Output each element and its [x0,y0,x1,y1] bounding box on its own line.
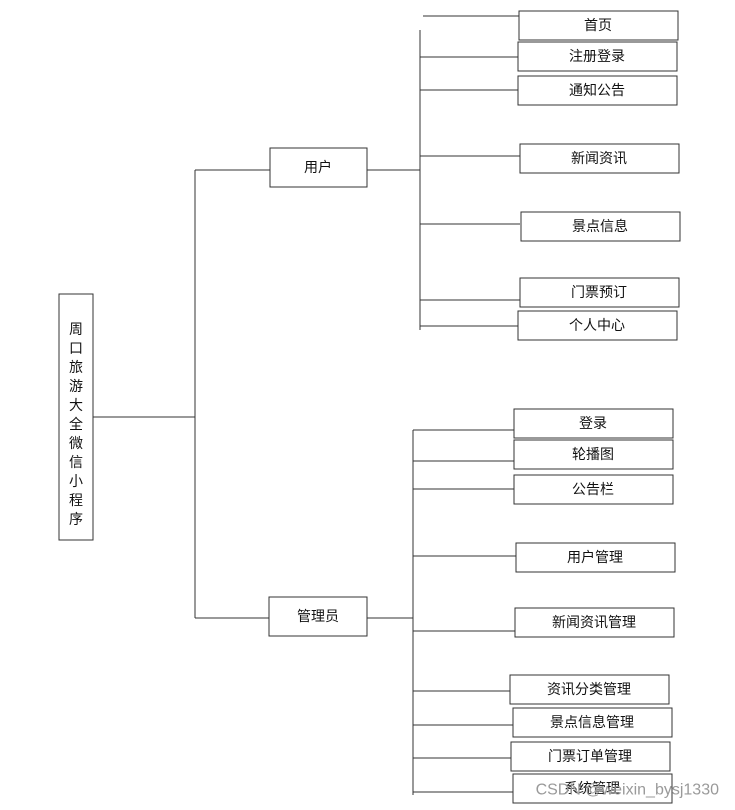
branch-label: 管理员 [297,609,339,625]
branch-label: 用户 [304,159,332,176]
leaf-label: 景点信息 [572,218,628,235]
leaf-node: 资讯分类管理 [509,674,670,705]
leaf-label: 用户管理 [567,549,623,566]
leaf-node: 新闻资讯管理 [514,607,675,638]
leaf-label: 个人中心 [569,318,625,334]
leaf-label: 系统管理 [564,781,620,797]
root-char: 口 [69,341,83,357]
leaf-node: 首页 [518,10,679,41]
root-char: 程 [69,493,83,509]
leaf-node: 通知公告 [517,75,678,106]
root-char: 游 [69,379,83,395]
leaf-node: 注册登录 [517,41,678,72]
leaf-node: 公告栏 [513,474,674,505]
leaf-label: 门票预订 [571,285,627,301]
leaf-node: 用户管理 [515,542,676,573]
connector-lines [93,15,520,795]
leaf-label: 新闻资讯管理 [552,615,636,631]
root-char: 全 [69,416,83,433]
leaf-label: 通知公告 [569,82,625,99]
leaf-node: 景点信息 [520,211,681,242]
root-node: 周 口 旅 游 大 全 微 信 小 程 序 [58,293,94,541]
leaf-label: 轮播图 [572,447,614,463]
root-char: 周 [69,322,83,338]
leaf-node: 新闻资讯 [519,143,680,174]
watermark: CSDN @weixin_bysj1330 [536,782,720,799]
leaf-node: 景点信息管理 [512,707,673,738]
leaf-label: 新闻资讯 [571,151,627,167]
root-char: 旅 [69,360,83,376]
leaf-label: 首页 [584,18,612,34]
leaf-node: 门票订单管理 [510,741,671,772]
root-char: 微 [69,436,83,452]
branch-node-user: 用户 [269,147,368,188]
root-char: 序 [69,512,83,528]
leaf-node: 轮播图 [513,439,674,470]
leaf-label: 公告栏 [572,482,614,498]
leaf-label: 资讯分类管理 [547,682,631,698]
root-char: 小 [69,474,83,490]
leaf-label: 景点信息管理 [550,714,634,731]
branch-node-admin: 管理员 [268,596,368,637]
leaf-node: 登录 [513,408,674,439]
root-char: 信 [69,455,83,471]
leaf-node: 系统管理 [512,773,673,804]
root-char: 大 [69,398,83,414]
leaf-label: 登录 [579,416,607,432]
leaf-node: 个人中心 [517,310,678,341]
leaf-label: 门票订单管理 [548,749,632,765]
leaf-node: 门票预订 [519,277,680,308]
leaf-label: 注册登录 [569,49,625,65]
